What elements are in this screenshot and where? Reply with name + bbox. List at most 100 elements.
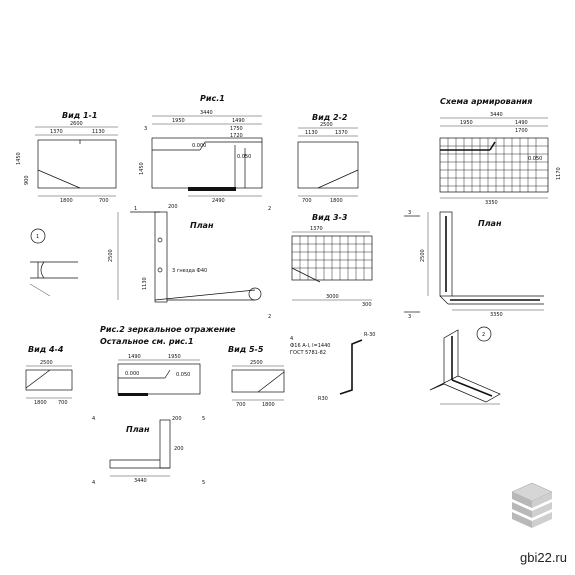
rebar-radius-top: R-30 (364, 332, 375, 338)
figure-2-elevation: 1490 1950 0.000 0.050 (117, 354, 201, 396)
plan-2-title: План (478, 219, 502, 228)
plan-3: План 4 4 5 5 3440 200 200 (92, 416, 205, 486)
view-4-4-title: Вид 4-4 (28, 345, 64, 354)
view-5-5: Вид 5-5 2500 700 1800 (228, 345, 285, 408)
dim-v22-b: 1370 (335, 130, 348, 136)
rebar-shape (339, 339, 363, 395)
view-1-1-title: Вид 1-1 (62, 111, 97, 120)
dim-fig1-d: 1720 (230, 133, 243, 139)
dim-sch-e: 0.050 (528, 156, 542, 162)
detail-2-number: 2 (482, 332, 485, 338)
dim-sch-b: 1490 (515, 120, 528, 126)
rebar-detail: 4 Ф16 А-I, l=1440 ГОСТ 5781-82 R-30 R30 (290, 332, 375, 402)
dim-sch-a: 1950 (460, 120, 473, 126)
dim-fig1-c: 1750 (230, 126, 243, 132)
marker-5-plan3: 5 (202, 416, 205, 422)
marker-3b-plan2: 3 (408, 314, 411, 320)
dim-v22-d: 1800 (330, 198, 343, 204)
dim-v22-a: 1130 (305, 130, 318, 136)
dim-fig1-h: 1450 (139, 162, 145, 175)
rebar-note-2: ГОСТ 5781-82 (290, 350, 326, 356)
marker-2b-plan1: 2 (268, 314, 271, 320)
detail-1-number: 1 (36, 234, 39, 240)
marker-3-plan2: 3 (408, 210, 411, 216)
marker-1-plan1: 1 (134, 206, 137, 212)
dim-v11-c: 1800 (60, 198, 73, 204)
rebar-note-1: Ф16 А-I, l=1440 (290, 343, 330, 349)
plan-1: План 1 2500 1130 200 3 гнезда Ф40 2 2 (108, 204, 271, 320)
dim-fig1-a: 1950 (172, 118, 185, 124)
marker-4-plan3: 4 (92, 416, 95, 422)
dim-v33-b: 3000 (326, 294, 339, 300)
view-3-3: Вид 3-3 1370 3000 300 (291, 213, 373, 308)
fig2-base-plate (118, 393, 148, 396)
plan1-hole-note: 3 гнезда Ф40 (172, 268, 207, 274)
dim-v11-d: 700 (99, 198, 109, 204)
dim-v44-b: 1800 (34, 400, 47, 406)
dim-fig2-a: 1490 (128, 354, 141, 360)
dim-v55-b: 700 (236, 402, 246, 408)
gbi22-logo-icon (511, 482, 553, 528)
reinforcement-scheme: Схема армирования 3440 1950 1490 1700 0.… (439, 97, 562, 206)
plan-1-title: План (190, 221, 214, 230)
site-url-watermark: gbi22.ru (520, 550, 567, 565)
dim-sch-d: 3350 (485, 200, 498, 206)
dim-v11-total: 2600 (70, 121, 83, 127)
dim-plan3-a: 3440 (134, 478, 147, 484)
figure-2-title: Рис.2 зеркальное отражение (100, 325, 236, 334)
view-4-4: Вид 4-4 2500 1800 700 (25, 345, 73, 406)
plan-3-title: План (126, 425, 150, 434)
detail-2: 2 (429, 326, 501, 405)
dim-v11-h2: 900 (24, 175, 30, 185)
dim-fig1-g: 2490 (212, 198, 225, 204)
dim-plan3-b: 200 (172, 416, 182, 422)
dim-sch-total: 3440 (490, 112, 503, 118)
figure-1-title: Рис.1 (200, 94, 225, 103)
dim-v22-c: 700 (302, 198, 312, 204)
dim-v22-total: 2500 (320, 122, 333, 128)
dim-v11-b: 1130 (92, 129, 105, 135)
dim-v55-c: 1800 (262, 402, 275, 408)
dim-plan2-a: 2500 (420, 249, 426, 262)
dim-fig2-d: 0.000 (125, 371, 139, 377)
view-2-2-title: Вид 2-2 (312, 113, 348, 122)
dim-v11-a: 1370 (50, 129, 63, 135)
view-3-3-title: Вид 3-3 (312, 213, 348, 222)
dim-v44-c: 700 (58, 400, 68, 406)
dim-fig2-c: 0.050 (176, 372, 190, 378)
dim-v33-a: 1370 (310, 226, 323, 232)
marker-3-fig1: 3 (144, 126, 147, 132)
dim-v55-a: 2500 (250, 360, 263, 366)
dim-fig1-e: 0.000 (192, 143, 206, 149)
dim-plan3-c: 200 (174, 446, 184, 452)
rebar-radius-bottom: R30 (318, 396, 328, 402)
view-5-5-title: Вид 5-5 (228, 345, 264, 354)
figure-1: Рис.1 3440 1950 1490 1750 1720 3 0.000 0… (139, 94, 263, 204)
view-3-3-mesh (292, 236, 372, 280)
marker-2-plan1: 2 (268, 206, 271, 212)
detail-1: 1 (29, 228, 78, 297)
dim-fig1-total: 3440 (200, 110, 213, 116)
view-1-1: Вид 1-1 2600 1370 1130 1450 900 1800 700 (16, 111, 118, 204)
plan-2: План 3 3 2500 3350 (404, 210, 544, 320)
dim-plan1-h: 2500 (108, 249, 114, 262)
dim-v11-h: 1450 (16, 152, 22, 165)
view-2-2: Вид 2-2 2500 1130 1370 700 1800 (297, 113, 359, 204)
dim-fig1-b: 1490 (232, 118, 245, 124)
marker-4b-plan3: 4 (92, 480, 95, 486)
dim-fig1-f: 0.050 (237, 154, 251, 160)
dim-sch-c: 1700 (515, 128, 528, 134)
dim-plan1-b: 200 (168, 204, 178, 210)
dim-v44-a: 2500 (40, 360, 53, 366)
dim-sch-f: 1170 (556, 167, 562, 180)
dim-fig2-b: 1950 (168, 354, 181, 360)
scheme-title: Схема армирования (440, 97, 532, 106)
marker-5b-plan3: 5 (202, 480, 205, 486)
rebar-position: 4 (290, 336, 293, 342)
fig1-base-plate (188, 187, 236, 191)
scheme-mesh (440, 138, 548, 192)
figure-2-subtitle: Остальное см. рис.1 (100, 337, 194, 346)
dim-plan2-b: 3350 (490, 312, 503, 318)
dim-v33-c: 300 (362, 302, 372, 308)
